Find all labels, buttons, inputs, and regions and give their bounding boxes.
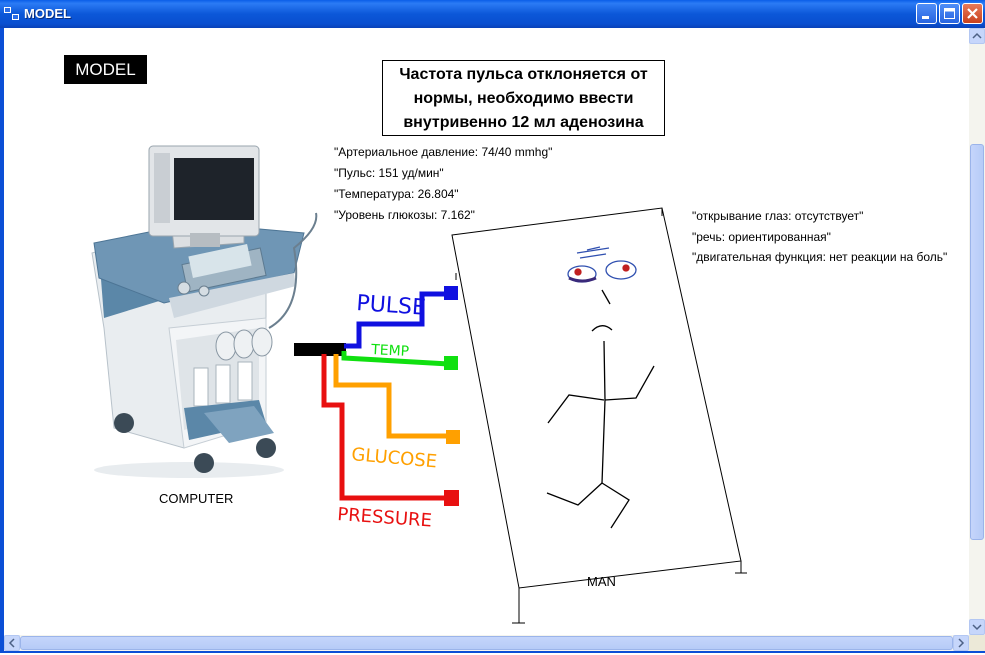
scroll-right-button[interactable] xyxy=(953,635,969,651)
title-bar[interactable]: MODEL xyxy=(0,0,985,28)
man-label: MAN xyxy=(587,574,616,589)
scroll-left-button[interactable] xyxy=(4,635,20,651)
alert-line-3: внутривенно 12 мл аденозина xyxy=(403,114,644,131)
ultrasound-machine-image xyxy=(91,145,318,478)
chevron-right-icon xyxy=(958,638,965,648)
vertical-scrollbar[interactable] xyxy=(969,28,985,635)
horizontal-scroll-thumb[interactable] xyxy=(20,636,953,650)
pulse-label: PULSE xyxy=(356,291,427,321)
window-frame-bottom xyxy=(0,651,985,653)
close-icon xyxy=(967,8,978,19)
blood-pressure-reading: "Артериальное давление: 74/40 mmhg" xyxy=(334,145,553,159)
temp-label: TEMP xyxy=(370,342,410,360)
minimize-icon xyxy=(922,16,929,19)
scene-drawing: PULSE TEMP GLUCOSE PRESSURE xyxy=(91,145,747,624)
glucose-sensor xyxy=(446,430,460,444)
pulse-cable xyxy=(344,291,456,349)
chevron-left-icon xyxy=(8,638,15,648)
scroll-down-button[interactable] xyxy=(969,619,985,635)
pressure-label: PRESSURE xyxy=(337,504,433,532)
app-icon xyxy=(4,7,19,20)
vertical-scroll-thumb[interactable] xyxy=(970,144,984,540)
vitals-panel: "Артериальное давление: 74/40 mmhg" "Пул… xyxy=(334,142,552,226)
glucose-cable xyxy=(333,354,452,439)
temp-sensor xyxy=(444,356,458,370)
chevron-down-icon xyxy=(972,624,982,631)
alert-line-2: нормы, необходимо ввести xyxy=(413,90,634,107)
canvas-area: MODEL Частота пульса отклоняется от норм… xyxy=(4,28,969,635)
scrollbar-corner xyxy=(969,635,985,651)
window-frame-left xyxy=(0,28,4,653)
cable-connector xyxy=(294,343,346,356)
glucose-label: GLUCOSE xyxy=(351,444,438,472)
pressure-sensor xyxy=(444,490,459,506)
temp-cable xyxy=(341,351,450,367)
glucose-reading: "Уровень глюкозы: 7.162" xyxy=(334,208,475,222)
eye-opening-status: "открывание глаз: отсутствует" xyxy=(692,209,864,223)
horizontal-scrollbar[interactable] xyxy=(4,635,969,651)
patient-figure xyxy=(546,246,655,529)
pressure-cable xyxy=(321,354,450,501)
motor-function-status: "двигательная функция: нет реакции на бо… xyxy=(692,250,948,264)
alert-line-1: Частота пульса отклоняется от xyxy=(399,66,648,83)
maximize-icon xyxy=(944,8,955,19)
neuro-panel: "открывание глаз: отсутствует" "речь: ор… xyxy=(692,206,967,264)
maximize-button[interactable] xyxy=(939,3,960,24)
alert-message: Частота пульса отклоняется от нормы, нео… xyxy=(382,60,665,136)
close-button[interactable] xyxy=(962,3,983,24)
stretcher xyxy=(451,207,747,624)
speech-status: "речь: ориентированная" xyxy=(692,230,831,244)
pulse-sensor xyxy=(444,286,458,300)
temperature-reading: "Температура: 26.804" xyxy=(334,187,459,201)
computer-label: COMPUTER xyxy=(159,491,234,506)
scroll-up-button[interactable] xyxy=(969,28,985,44)
window-title: MODEL xyxy=(24,6,71,21)
pulse-reading: "Пульс: 151 уд/мин" xyxy=(334,166,444,180)
chevron-up-icon xyxy=(972,32,982,39)
model-badge: MODEL xyxy=(64,55,147,84)
minimize-button[interactable] xyxy=(916,3,937,24)
